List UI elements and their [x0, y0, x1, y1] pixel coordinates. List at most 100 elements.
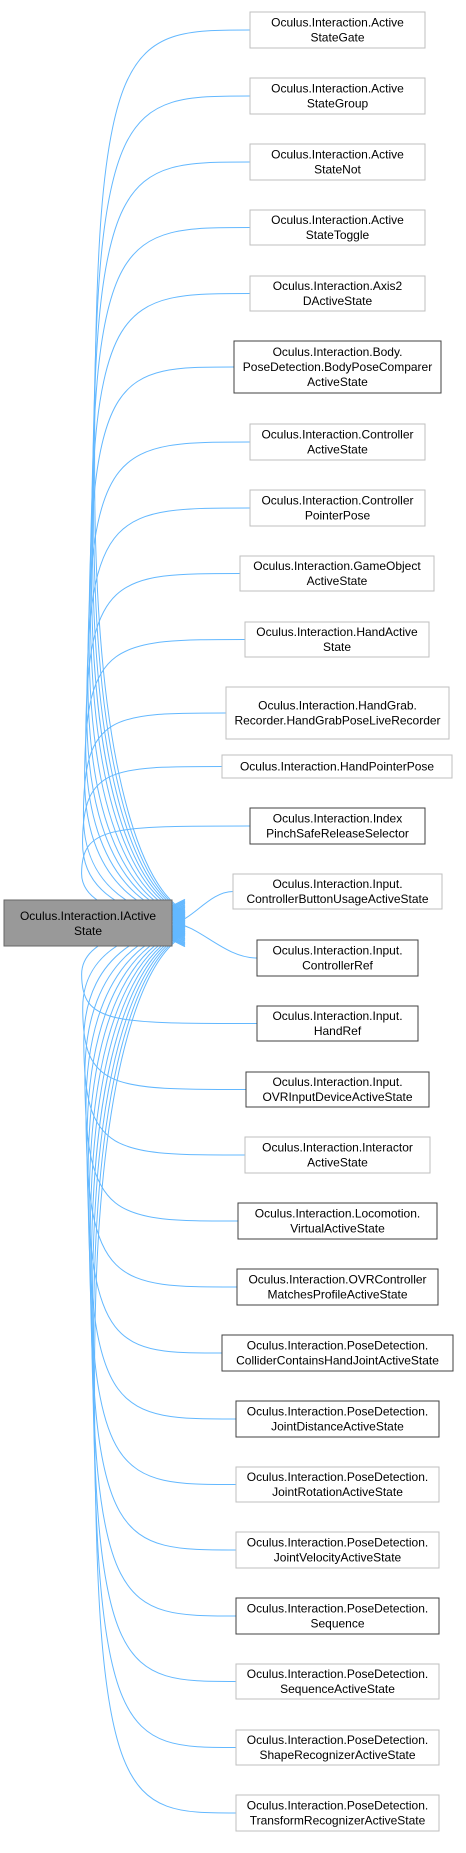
class-box	[233, 340, 442, 394]
class-label-line2: Sequence	[310, 1617, 364, 1631]
class-label-line2: ActiveState	[307, 574, 368, 588]
class-label-line1: Oculus.Interaction.OVRController	[248, 1273, 426, 1287]
class-box	[236, 1268, 439, 1306]
class-node[interactable]: Oculus.Interaction.PoseDetection.ShapeRe…	[235, 1729, 440, 1766]
class-label-line2: MatchesProfileActiveState	[267, 1288, 407, 1302]
class-node[interactable]: Oculus.Interaction.Input.ControllerRef	[256, 939, 419, 977]
class-label-line2: StateGroup	[307, 97, 369, 111]
class-label-line1: Oculus.Interaction.Locomotion.	[255, 1207, 420, 1221]
base-class-label-line2: State	[74, 924, 102, 938]
inheritance-arrow	[92, 939, 237, 1748]
class-box	[249, 77, 426, 115]
class-label-line2: DActiveState	[303, 294, 373, 308]
class-label-line2: JointVelocityActiveState	[274, 1551, 402, 1565]
base-class-box	[3, 899, 173, 947]
class-node[interactable]: Oculus.Interaction.PoseDetection.JointDi…	[235, 1400, 440, 1438]
class-label-line1: Oculus.Interaction.Controller	[261, 428, 413, 442]
inheritance-arrow	[89, 293, 251, 911]
class-label-line1: Oculus.Interaction.Controller	[261, 494, 413, 508]
class-label-line2: JointRotationActiveState	[272, 1485, 403, 1499]
class-node[interactable]: Oculus.Interaction.PoseDetection.JointRo…	[235, 1466, 440, 1503]
class-box	[235, 1400, 440, 1438]
class-box	[249, 807, 426, 845]
class-node[interactable]: Oculus.Interaction.PoseDetection.Collide…	[221, 1334, 454, 1372]
class-label-line1: Oculus.Interaction.Input.	[272, 944, 402, 958]
class-box	[235, 1597, 440, 1635]
class-label-line2: StateGate	[310, 31, 364, 45]
base-class-node[interactable]: Oculus.Interaction.IActive State	[3, 899, 173, 947]
inheritance-arrow	[173, 891, 234, 923]
class-label-line3: ActiveState	[307, 375, 368, 389]
inheritance-arrow	[91, 938, 237, 1682]
class-label-line2: ControllerButtonUsageActiveState	[246, 892, 428, 906]
class-node[interactable]: Oculus.Interaction.PoseDetection.Sequenc…	[235, 1663, 440, 1700]
inheritance-arrow	[93, 95, 251, 907]
class-node[interactable]: Oculus.Interaction.PoseDetection.Transfo…	[235, 1794, 440, 1832]
class-label-line2: ShapeRecognizerActiveState	[259, 1748, 415, 1762]
class-box	[225, 686, 450, 740]
class-label-line2: ControllerRef	[302, 959, 373, 973]
class-box	[244, 621, 430, 658]
class-nodes: Oculus.Interaction.ActiveStateGateOculus…	[221, 11, 454, 1832]
class-node[interactable]: Oculus.Interaction.PoseDetection.JointVe…	[235, 1531, 440, 1569]
class-label-line2: PoseDetection.BodyPoseComparer	[243, 360, 432, 374]
class-node[interactable]: Oculus.Interaction.Locomotion.VirtualAct…	[237, 1202, 438, 1240]
class-box	[239, 555, 435, 592]
class-label-line1: Oculus.Interaction.Input.	[272, 877, 402, 891]
class-label-line1: Oculus.Interaction.PoseDetection.	[247, 1799, 428, 1813]
class-box	[249, 209, 426, 246]
class-label-line2: ActiveState	[307, 443, 368, 457]
class-label-line1: Oculus.Interaction.Active	[271, 82, 404, 96]
class-label-line2: SequenceActiveState	[280, 1682, 395, 1696]
class-label-line1: Oculus.Interaction.PoseDetection.	[247, 1733, 428, 1747]
class-label-line2: Recorder.HandGrabPoseLiveRecorder	[234, 714, 440, 728]
class-label-line1: Oculus.Interaction.HandActive	[256, 625, 418, 639]
class-label-line1: Oculus.Interaction.GameObject	[253, 559, 421, 573]
class-box	[235, 1663, 440, 1700]
class-label-line2: StateToggle	[306, 228, 370, 242]
class-box	[249, 275, 426, 312]
class-label-line1: Oculus.Interaction.HandGrab.	[258, 699, 417, 713]
inheritance-arrow	[90, 937, 237, 1617]
class-node[interactable]: Oculus.Interaction.IndexPinchSafeRelease…	[249, 807, 426, 845]
class-box	[249, 489, 426, 527]
class-node[interactable]: Oculus.Interaction.HandGrab.Recorder.Han…	[225, 686, 450, 740]
class-label-line2: StateNot	[314, 163, 361, 177]
class-node[interactable]: Oculus.Interaction.PoseDetection.Sequenc…	[235, 1597, 440, 1635]
class-box	[235, 1794, 440, 1832]
class-label-line2: ActiveState	[307, 1156, 368, 1170]
class-box	[244, 1136, 431, 1174]
class-box	[249, 423, 426, 461]
class-node[interactable]: Oculus.Interaction.Body.PoseDetection.Bo…	[233, 340, 442, 394]
class-label-line1: Oculus.Interaction.Input.	[272, 1075, 402, 1089]
class-node[interactable]: Oculus.Interaction.Input.OVRInputDeviceA…	[245, 1071, 430, 1108]
class-node[interactable]: Oculus.Interaction.OVRControllerMatchesP…	[236, 1268, 439, 1306]
inheritance-arrow	[90, 227, 251, 910]
class-label-line2: PinchSafeReleaseSelector	[266, 827, 409, 841]
class-node[interactable]: Oculus.Interaction.Input.HandRef	[256, 1005, 419, 1042]
inheritance-arrow	[83, 928, 246, 1156]
class-label-line1: Oculus.Interaction.Active	[271, 16, 404, 30]
class-label-line1: Oculus.Interaction.Active	[271, 213, 404, 227]
class-box	[256, 1005, 419, 1042]
inheritance-arrow	[94, 29, 251, 905]
class-label-line2: HandRef	[314, 1024, 362, 1038]
inheritance-arrow	[173, 924, 258, 959]
class-box	[235, 1729, 440, 1766]
class-node[interactable]: Oculus.Interaction.HandPointerPose	[221, 754, 453, 779]
class-node[interactable]: Oculus.Interaction.Input.ControllerButto…	[232, 873, 443, 910]
class-box	[256, 939, 419, 977]
inheritance-arrow	[85, 573, 241, 916]
class-label-line1: Oculus.Interaction.HandPointerPose	[240, 760, 434, 774]
